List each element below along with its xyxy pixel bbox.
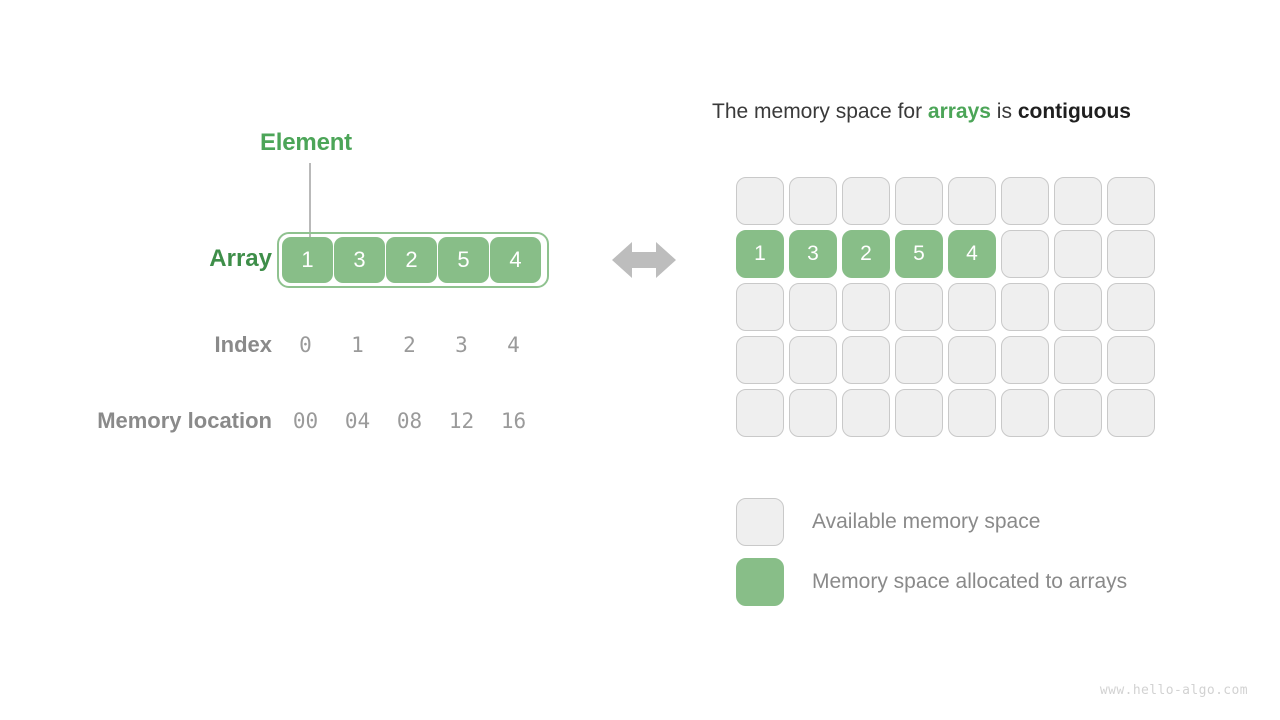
memory-cell-available[interactable] — [1107, 336, 1155, 384]
memory-title: The memory space for arrays is contiguou… — [712, 100, 1131, 124]
memory-location-value: 16 — [500, 409, 527, 433]
memory-cell-available[interactable] — [842, 336, 890, 384]
memory-cell-available[interactable] — [948, 177, 996, 225]
memory-cell-available[interactable] — [895, 177, 943, 225]
memory-cell-available[interactable] — [1054, 336, 1102, 384]
array-cell[interactable]: 5 — [438, 237, 489, 283]
memory-title-prefix: The memory space for — [712, 100, 928, 123]
memory-cell-available[interactable] — [1001, 336, 1049, 384]
memory-title-arrays-highlight: arrays — [927, 100, 991, 123]
memory-cell-available[interactable] — [1054, 177, 1102, 225]
memory-location-row-label: Memory location — [97, 408, 272, 433]
legend-label-allocated: Memory space allocated to arrays — [812, 570, 1128, 593]
memory-cell-available[interactable] — [736, 177, 784, 225]
memory-title-contiguous-highlight: contiguous — [1017, 100, 1131, 123]
index-value: 0 — [299, 333, 312, 357]
array-row-label: Array — [209, 245, 272, 272]
double-headed-arrow-icon — [612, 237, 676, 283]
legend-label-available: Available memory space — [812, 510, 1041, 533]
memory-cell-available[interactable] — [789, 177, 837, 225]
memory-cell-available[interactable] — [948, 336, 996, 384]
index-value: 4 — [507, 333, 520, 357]
memory-cell-available[interactable] — [895, 389, 943, 437]
array-cell[interactable]: 1 — [282, 237, 333, 283]
memory-cell-available[interactable] — [1054, 389, 1102, 437]
memory-location-value: 08 — [396, 409, 423, 433]
memory-location-value: 12 — [448, 409, 475, 433]
index-value: 2 — [403, 333, 416, 357]
memory-cell-available[interactable] — [1107, 177, 1155, 225]
index-value: 3 — [455, 333, 468, 357]
element-callout-connector-line — [309, 163, 311, 241]
memory-cell-allocated[interactable]: 1 — [736, 230, 784, 278]
memory-cell-available[interactable] — [736, 283, 784, 331]
memory-cell-available[interactable] — [842, 283, 890, 331]
legend-swatch-available-icon — [736, 498, 784, 546]
watermark: www.hello-algo.com — [1099, 683, 1248, 698]
memory-cell-allocated[interactable]: 5 — [895, 230, 943, 278]
legend-item-available: Available memory space — [736, 492, 1127, 552]
memory-cell-available[interactable] — [789, 283, 837, 331]
legend: Available memory space Memory space allo… — [736, 492, 1127, 612]
memory-cell-available[interactable] — [1001, 177, 1049, 225]
memory-cell-available[interactable] — [1001, 283, 1049, 331]
memory-cell-available[interactable] — [789, 336, 837, 384]
memory-cell-available[interactable] — [1001, 389, 1049, 437]
memory-cell-available[interactable] — [948, 283, 996, 331]
memory-location-values-row: 00 04 08 12 16 — [277, 409, 549, 433]
memory-cell-available[interactable] — [736, 389, 784, 437]
memory-cell-available[interactable] — [895, 283, 943, 331]
index-row-label: Index — [214, 332, 272, 357]
memory-location-value: 04 — [344, 409, 371, 433]
memory-cell-allocated[interactable]: 2 — [842, 230, 890, 278]
index-value: 1 — [351, 333, 364, 357]
array-cell[interactable]: 3 — [334, 237, 385, 283]
memory-cell-available[interactable] — [1054, 283, 1102, 331]
memory-location-value: 00 — [292, 409, 319, 433]
memory-cell-available[interactable] — [1001, 230, 1049, 278]
index-values-row: 0 1 2 3 4 — [277, 333, 549, 357]
legend-item-allocated: Memory space allocated to arrays — [736, 552, 1127, 612]
memory-cell-available[interactable] — [895, 336, 943, 384]
memory-cell-available[interactable] — [842, 177, 890, 225]
memory-cell-available[interactable] — [1054, 230, 1102, 278]
legend-swatch-allocated-icon — [736, 558, 784, 606]
memory-cell-allocated[interactable]: 3 — [789, 230, 837, 278]
memory-cell-available[interactable] — [1107, 283, 1155, 331]
array-container: 1 3 2 5 4 — [277, 232, 549, 288]
memory-cell-available[interactable] — [948, 389, 996, 437]
memory-cell-allocated[interactable]: 4 — [948, 230, 996, 278]
array-cell[interactable]: 2 — [386, 237, 437, 283]
array-cell[interactable]: 4 — [490, 237, 541, 283]
memory-cell-available[interactable] — [1107, 230, 1155, 278]
memory-title-middle: is — [990, 100, 1018, 123]
element-callout-label: Element — [260, 129, 352, 156]
memory-cell-available[interactable] — [736, 336, 784, 384]
memory-cell-available[interactable] — [842, 389, 890, 437]
memory-cell-available[interactable] — [789, 389, 837, 437]
memory-cell-available[interactable] — [1107, 389, 1155, 437]
